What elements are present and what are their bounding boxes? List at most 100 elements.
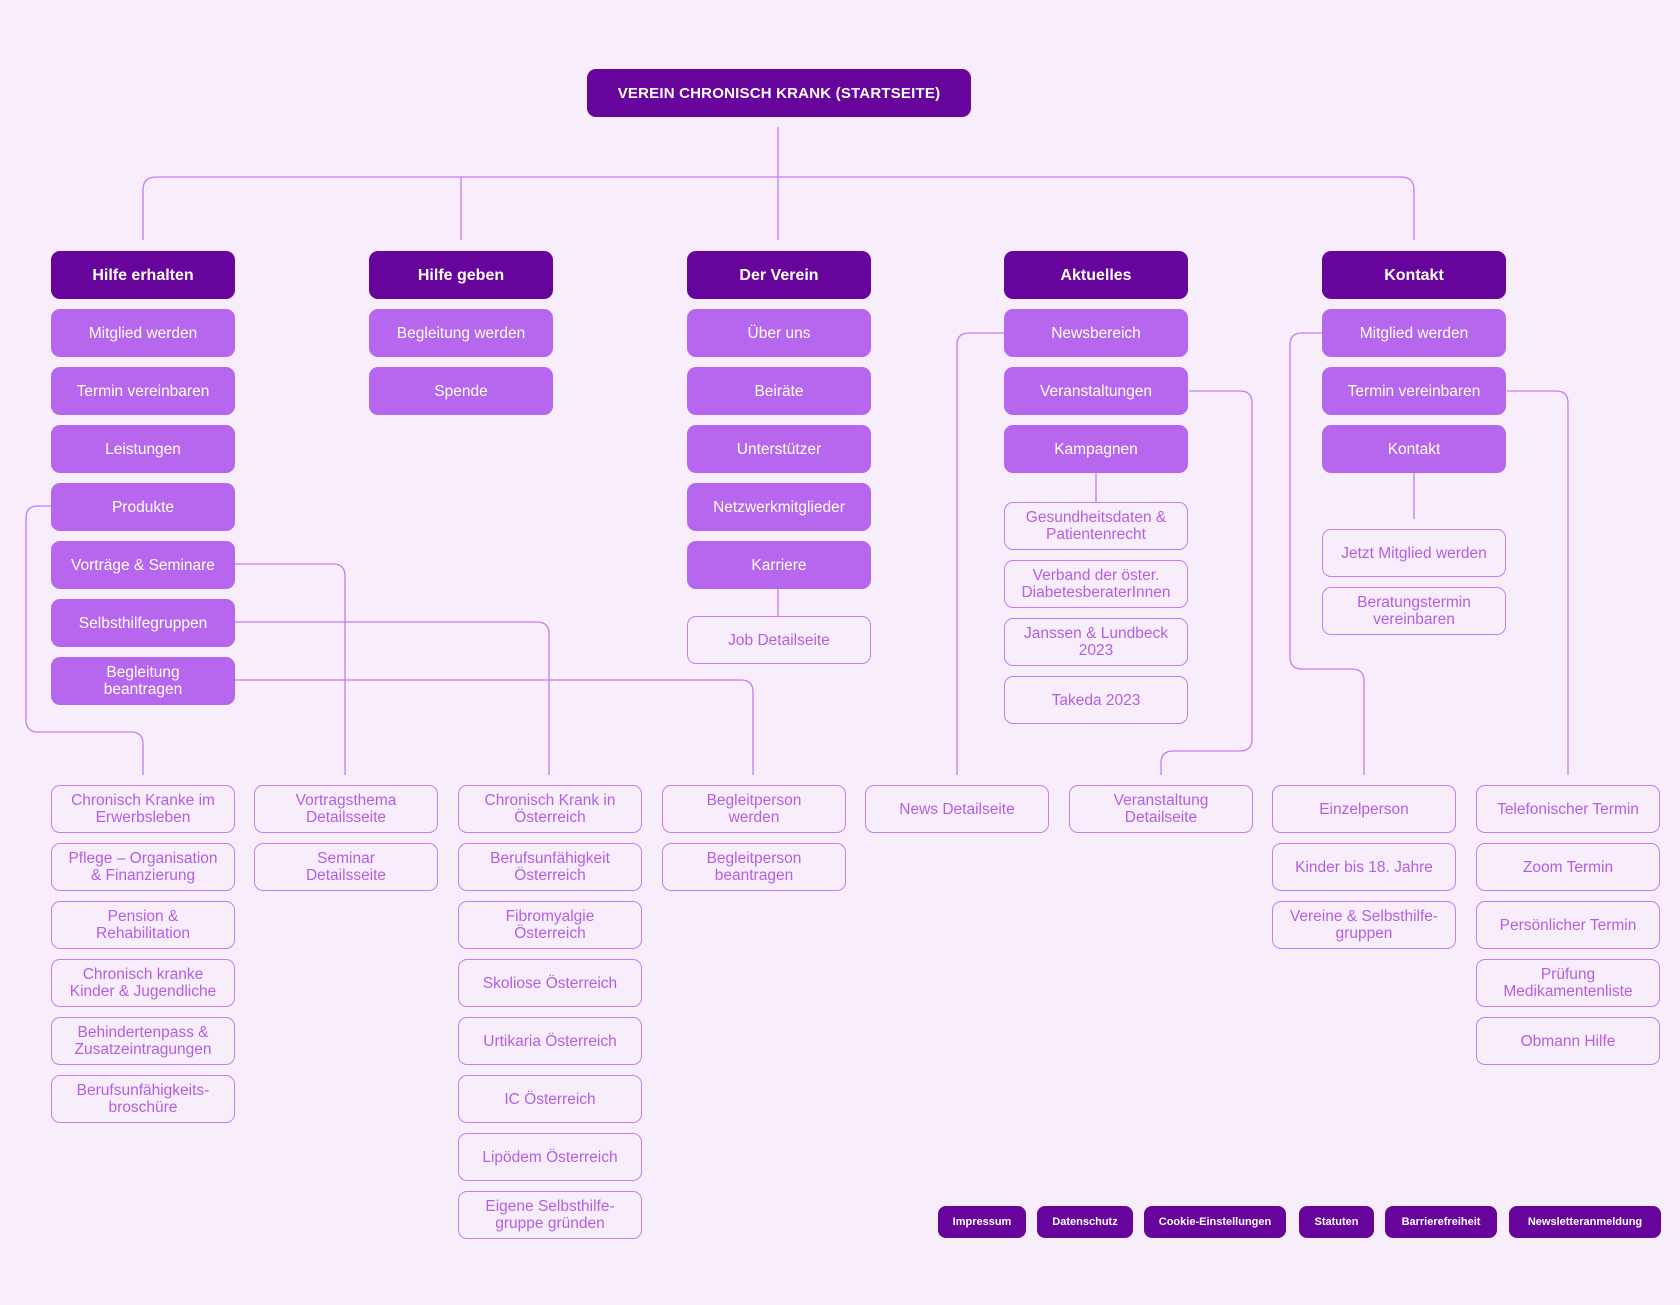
category-hilfe-geben-label: Hilfe geben [417, 266, 505, 284]
subpage-spende-label: Spende [434, 382, 488, 400]
leaf-pflege-organisation-finanzierung[interactable]: Pflege – Organisation & Finanzierung [51, 843, 235, 891]
leaf-news-detailseite[interactable]: News Detailseite [865, 785, 1049, 833]
root-page-node[interactable]: VEREIN CHRONISCH KRANK (STARTSEITE) [587, 69, 971, 117]
subpage-veranstaltungen[interactable]: Veranstaltungen [1004, 367, 1188, 415]
leaf-berufsunfähigkeits-broschüre-label: Berufsunfähigkeits- broschüre [76, 1082, 210, 1116]
leaf-lipödem-österreich[interactable]: Lipödem Österreich [458, 1133, 642, 1181]
footer-link-barrierefreiheit[interactable]: Barrierefreiheit [1385, 1206, 1497, 1238]
leaf-eigene-selbsthilfe-gruppe-gründen-label: Eigene Selbsthilfe- gruppe gründen [485, 1198, 615, 1232]
leaf-vortragsthema-detailsseite[interactable]: Vortragsthema Detailsseite [254, 785, 438, 833]
leaf-chronisch-kranke-kinder-jugendliche[interactable]: Chronisch kranke Kinder & Jugendliche [51, 959, 235, 1007]
leaf-job-detailseite[interactable]: Job Detailseite [687, 616, 871, 664]
subpage-leistungen-label: Leistungen [105, 440, 181, 458]
leaf-chronisch-krank-in-österreich[interactable]: Chronisch Krank in Österreich [458, 785, 642, 833]
footer-link-newsletteranmeldung[interactable]: Newsletteranmeldung [1509, 1206, 1661, 1238]
leaf-begleitperson-werden-label: Begleitperson werden [706, 792, 802, 826]
leaf-gesundheitsdaten-patientenrecht[interactable]: Gesundheitsdaten & Patientenrecht [1004, 502, 1188, 550]
leaf-pension-rehabilitation[interactable]: Pension & Rehabilitation [51, 901, 235, 949]
subpage-begleitung-beantragen-label: Begleitung beantragen [103, 664, 183, 698]
leaf-eigene-selbsthilfe-gruppe-gründen[interactable]: Eigene Selbsthilfe- gruppe gründen [458, 1191, 642, 1239]
subpage-mitglied-werden-label: Mitglied werden [88, 324, 198, 342]
category-der-verein[interactable]: Der Verein [687, 251, 871, 299]
leaf-beratungstermin-vereinbaren[interactable]: Beratungstermin vereinbaren [1322, 587, 1506, 635]
leaf-gesundheitsdaten-patientenrecht-label: Gesundheitsdaten & Patientenrecht [1025, 509, 1167, 543]
leaf-begleitperson-beantragen[interactable]: Begleitperson beantragen [662, 843, 846, 891]
root-page-node-label: VEREIN CHRONISCH KRANK (STARTSEITE) [617, 84, 941, 102]
leaf-verband-der-öster-diabetesberaterinnen-label: Verband der öster. DiabetesberaterInnen [1021, 567, 1171, 601]
category-hilfe-erhalten[interactable]: Hilfe erhalten [51, 251, 235, 299]
leaf-janssen-lundbeck-2023[interactable]: Janssen & Lundbeck 2023 [1004, 618, 1188, 666]
leaf-kinder-bis-18-jahre-label: Kinder bis 18. Jahre [1295, 858, 1433, 876]
leaf-news-detailseite-label: News Detailseite [899, 800, 1015, 818]
subpage-begleitung-werden[interactable]: Begleitung werden [369, 309, 553, 357]
subpage-netzwerkmitglieder-label: Netzwerkmitglieder [713, 498, 845, 516]
subpage-karriere[interactable]: Karriere [687, 541, 871, 589]
leaf-begleitperson-beantragen-label: Begleitperson beantragen [706, 850, 802, 884]
subpage-leistungen[interactable]: Leistungen [51, 425, 235, 473]
leaf-fibromyalgie-österreich[interactable]: Fibromyalgie Österreich [458, 901, 642, 949]
leaf-behindertenpass-zusatzeintragungen[interactable]: Behindertenpass & Zusatzeintragungen [51, 1017, 235, 1065]
leaf-seminar-detailsseite[interactable]: Seminar Detailsseite [254, 843, 438, 891]
leaf-zoom-termin[interactable]: Zoom Termin [1476, 843, 1660, 891]
subpage-mitglied-werden[interactable]: Mitglied werden [51, 309, 235, 357]
leaf-telefonischer-termin-label: Telefonischer Termin [1497, 800, 1639, 818]
subpage-begleitung-beantragen[interactable]: Begleitung beantragen [51, 657, 235, 705]
subpage-beiräte-label: Beiräte [754, 382, 804, 400]
leaf-persönlicher-termin-label: Persönlicher Termin [1499, 916, 1637, 934]
leaf-chronisch-krank-in-österreich-label: Chronisch Krank in Österreich [484, 792, 616, 826]
footer-link-statuten[interactable]: Statuten [1299, 1206, 1374, 1238]
category-kontakt-label: Kontakt [1384, 266, 1444, 284]
subpage-kampagnen[interactable]: Kampagnen [1004, 425, 1188, 473]
subpage-kontakt-label: Kontakt [1387, 440, 1441, 458]
subpage-newsbereich[interactable]: Newsbereich [1004, 309, 1188, 357]
leaf-ic-österreich[interactable]: IC Österreich [458, 1075, 642, 1123]
leaf-obmann-hilfe[interactable]: Obmann Hilfe [1476, 1017, 1660, 1065]
subpage-begleitung-werden-label: Begleitung werden [396, 324, 526, 342]
leaf-prüfung-medikamentenliste-label: Prüfung Medikamentenliste [1503, 966, 1633, 1000]
subpage-beiräte[interactable]: Beiräte [687, 367, 871, 415]
leaf-veranstaltung-detailseite[interactable]: Veranstaltung Detailseite [1069, 785, 1253, 833]
subpage-über-uns[interactable]: Über uns [687, 309, 871, 357]
subpage-selbsthilfegruppen[interactable]: Selbsthilfegruppen [51, 599, 235, 647]
leaf-job-detailseite-label: Job Detailseite [728, 631, 830, 649]
leaf-berufsunfähigkeits-broschüre[interactable]: Berufsunfähigkeits- broschüre [51, 1075, 235, 1123]
leaf-einzelperson-label: Einzelperson [1319, 800, 1409, 818]
leaf-pflege-organisation-finanzierung-label: Pflege – Organisation & Finanzierung [68, 850, 218, 884]
subpage-spende[interactable]: Spende [369, 367, 553, 415]
footer-link-cookie-einstellungen[interactable]: Cookie-Einstellungen [1144, 1206, 1286, 1238]
leaf-einzelperson[interactable]: Einzelperson [1272, 785, 1456, 833]
leaf-jetzt-mitglied-werden-label: Jetzt Mitglied werden [1341, 544, 1487, 562]
leaf-pension-rehabilitation-label: Pension & Rehabilitation [96, 908, 190, 942]
subpage-mitglied-werden[interactable]: Mitglied werden [1322, 309, 1506, 357]
leaf-persönlicher-termin[interactable]: Persönlicher Termin [1476, 901, 1660, 949]
leaf-begleitperson-werden[interactable]: Begleitperson werden [662, 785, 846, 833]
footer-link-impressum[interactable]: Impressum [938, 1206, 1026, 1238]
category-aktuelles-label: Aktuelles [1060, 266, 1132, 284]
leaf-skoliose-österreich[interactable]: Skoliose Österreich [458, 959, 642, 1007]
leaf-vereine-selbsthilfe-gruppen[interactable]: Vereine & Selbsthilfe- gruppen [1272, 901, 1456, 949]
leaf-takeda-2023[interactable]: Takeda 2023 [1004, 676, 1188, 724]
leaf-jetzt-mitglied-werden[interactable]: Jetzt Mitglied werden [1322, 529, 1506, 577]
leaf-telefonischer-termin[interactable]: Telefonischer Termin [1476, 785, 1660, 833]
leaf-chronisch-kranke-kinder-jugendliche-label: Chronisch kranke Kinder & Jugendliche [69, 966, 217, 1000]
leaf-prüfung-medikamentenliste[interactable]: Prüfung Medikamentenliste [1476, 959, 1660, 1007]
leaf-zoom-termin-label: Zoom Termin [1522, 858, 1614, 876]
category-hilfe-geben[interactable]: Hilfe geben [369, 251, 553, 299]
leaf-urtikaria-österreich[interactable]: Urtikaria Österreich [458, 1017, 642, 1065]
subpage-kontakt[interactable]: Kontakt [1322, 425, 1506, 473]
leaf-janssen-lundbeck-2023-label: Janssen & Lundbeck 2023 [1024, 625, 1168, 659]
subpage-termin-vereinbaren[interactable]: Termin vereinbaren [1322, 367, 1506, 415]
subpage-termin-vereinbaren[interactable]: Termin vereinbaren [51, 367, 235, 415]
footer-link-datenschutz[interactable]: Datenschutz [1037, 1206, 1133, 1238]
subpage-produkte[interactable]: Produkte [51, 483, 235, 531]
leaf-kinder-bis-18-jahre[interactable]: Kinder bis 18. Jahre [1272, 843, 1456, 891]
subpage-netzwerkmitglieder[interactable]: Netzwerkmitglieder [687, 483, 871, 531]
leaf-chronisch-kranke-im-erwerbsleben[interactable]: Chronisch Kranke im Erwerbsleben [51, 785, 235, 833]
leaf-berufsunfähigkeit-österreich[interactable]: Berufsunfähigkeit Österreich [458, 843, 642, 891]
subpage-unterstützer[interactable]: Unterstützer [687, 425, 871, 473]
leaf-verband-der-öster-diabetesberaterinnen[interactable]: Verband der öster. DiabetesberaterInnen [1004, 560, 1188, 608]
subpage-vorträge-seminare[interactable]: Vorträge & Seminare [51, 541, 235, 589]
category-kontakt[interactable]: Kontakt [1322, 251, 1506, 299]
category-aktuelles[interactable]: Aktuelles [1004, 251, 1188, 299]
